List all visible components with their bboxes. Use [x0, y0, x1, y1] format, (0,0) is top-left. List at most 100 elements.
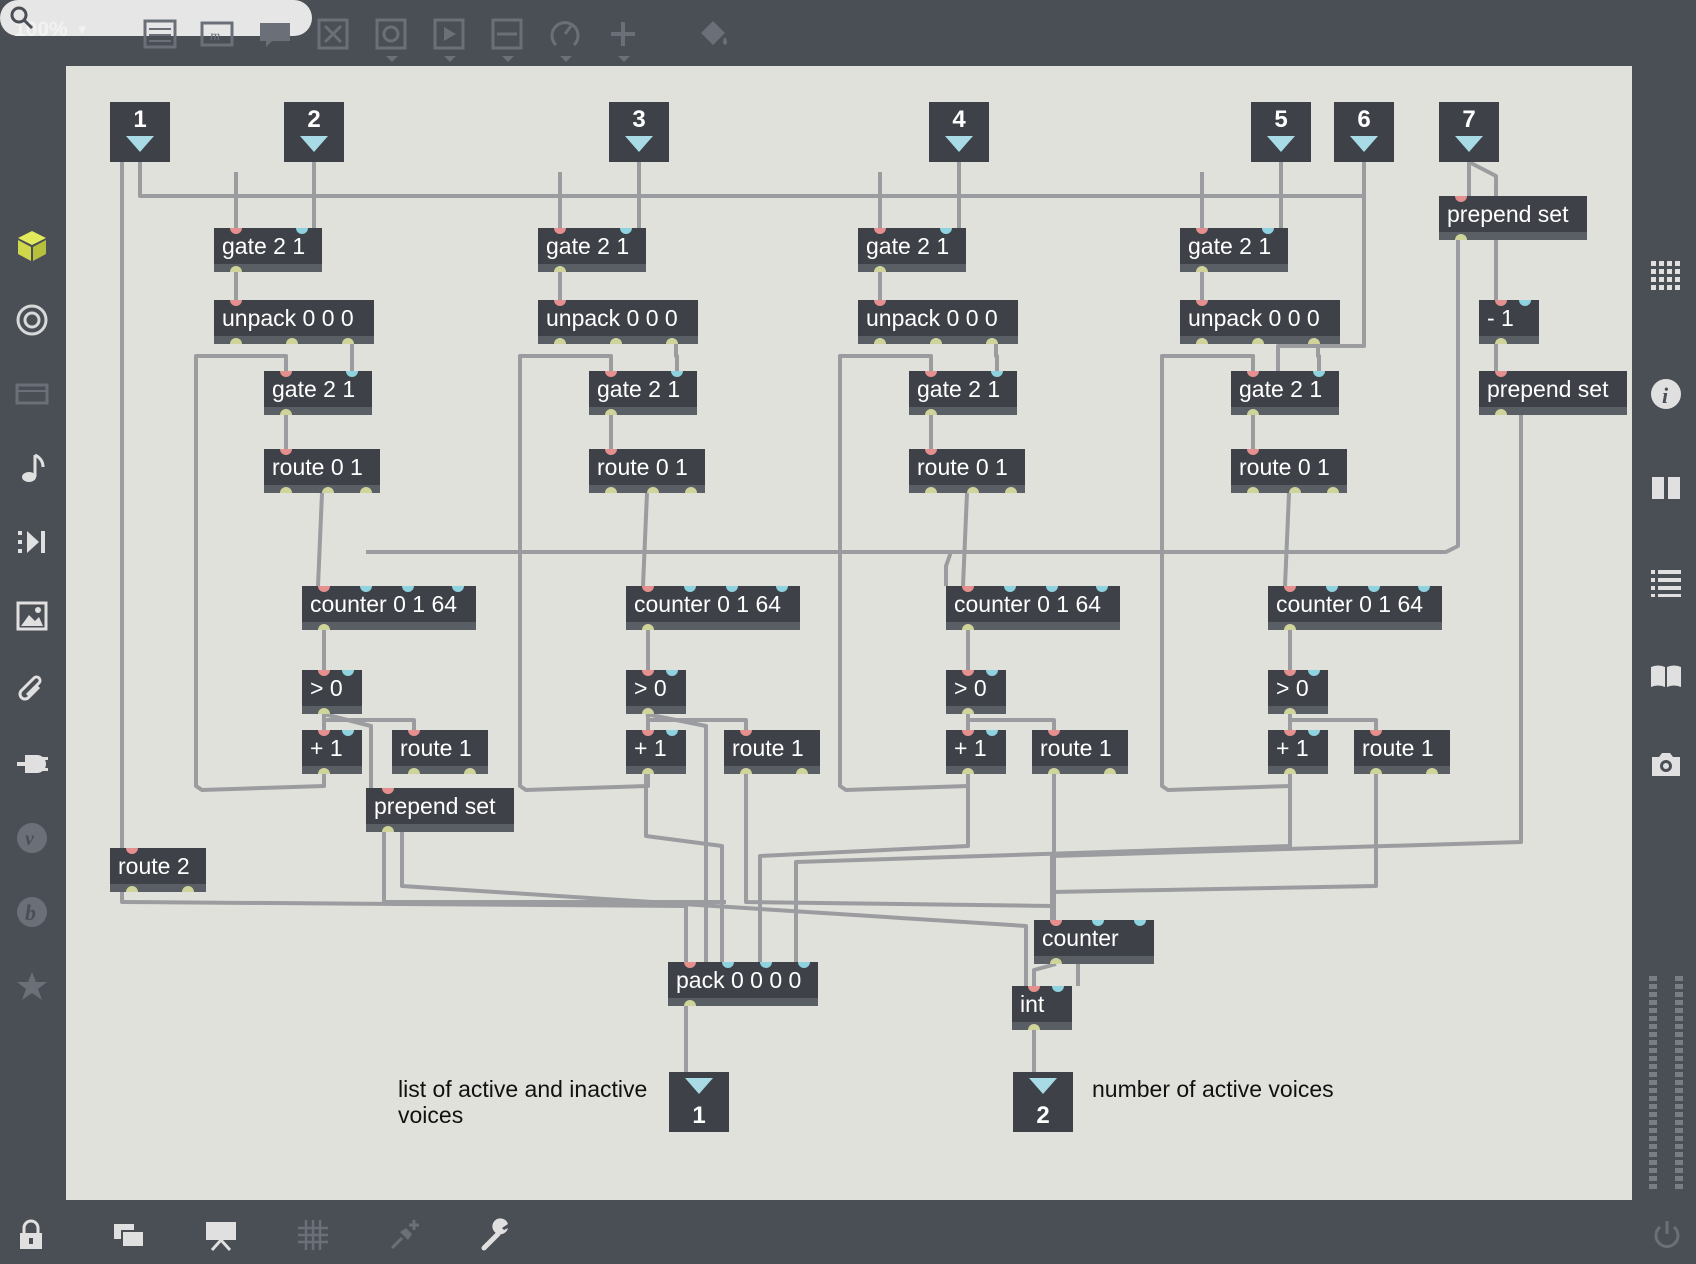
outlet-port[interactable]	[382, 826, 394, 832]
outlet-port[interactable]	[685, 487, 697, 493]
voice-2-compare-object[interactable]: > 0	[626, 670, 686, 714]
lock-icon[interactable]	[10, 1214, 52, 1256]
button-icon[interactable]	[371, 14, 411, 62]
inlet-port[interactable]	[1050, 920, 1062, 926]
voice-3-gate-object-2[interactable]: gate 2 1	[909, 371, 1017, 415]
inlet-port[interactable]	[1313, 371, 1325, 377]
outlet-port[interactable]	[1048, 768, 1060, 774]
inlet-port[interactable]	[1368, 586, 1380, 592]
inlet-port[interactable]	[798, 962, 810, 968]
inlet-port[interactable]	[726, 586, 738, 592]
presentation-icon[interactable]	[200, 1214, 242, 1256]
pin-add-icon[interactable]	[384, 1214, 426, 1256]
outlet-port[interactable]	[605, 409, 617, 415]
inlet-port[interactable]	[1370, 730, 1382, 736]
outlet-1[interactable]: 1	[669, 1072, 729, 1132]
int-object[interactable]: int	[1012, 986, 1072, 1030]
outlet-port[interactable]	[1455, 234, 1467, 240]
plug-icon[interactable]	[12, 744, 52, 784]
voice-4-route1-object[interactable]: route 1	[1354, 730, 1450, 774]
outlet-port[interactable]	[642, 708, 654, 714]
outlet-port[interactable]	[1495, 409, 1507, 415]
inlet-4[interactable]: 4	[929, 102, 989, 162]
inlet-port[interactable]	[874, 228, 886, 234]
inlet-port[interactable]	[642, 586, 654, 592]
inlet-port[interactable]	[1048, 730, 1060, 736]
outlet-port[interactable]	[230, 338, 242, 344]
wrench-icon[interactable]	[476, 1214, 518, 1256]
inlet-port[interactable]	[554, 300, 566, 306]
inlet-port[interactable]	[1418, 586, 1430, 592]
voice-2-unpack-object[interactable]: unpack 0 0 0	[538, 300, 698, 344]
playbar-icon[interactable]	[429, 14, 469, 62]
inlet-port[interactable]	[1028, 986, 1040, 992]
outlet-port[interactable]	[360, 487, 372, 493]
inlet-port[interactable]	[1519, 300, 1531, 306]
inlet-port[interactable]	[408, 730, 420, 736]
inlet-port[interactable]	[452, 586, 464, 592]
inlet-port[interactable]	[605, 371, 617, 377]
inlet-port[interactable]	[740, 730, 752, 736]
voice-4-compare-object[interactable]: > 0	[1268, 670, 1328, 714]
inlet-port[interactable]	[1096, 586, 1108, 592]
voice-3-add-object[interactable]: + 1	[946, 730, 1006, 774]
voice-1-counter-object[interactable]: counter 0 1 64	[302, 586, 476, 630]
display-icon[interactable]	[12, 374, 52, 414]
voice-4-gate-object[interactable]: gate 2 1	[1180, 228, 1288, 272]
inlet-port[interactable]	[1455, 196, 1467, 202]
prepend-set-object-3[interactable]: prepend set	[366, 788, 514, 832]
outlet-port[interactable]	[286, 338, 298, 344]
outlet-port[interactable]	[126, 886, 138, 892]
voice-1-unpack-object[interactable]: unpack 0 0 0	[214, 300, 374, 344]
outlet-port[interactable]	[925, 409, 937, 415]
voice-3-unpack-object[interactable]: unpack 0 0 0	[858, 300, 1018, 344]
inlet-port[interactable]	[874, 300, 886, 306]
inlet-port[interactable]	[620, 228, 632, 234]
inlet-port[interactable]	[925, 449, 937, 455]
inlet-port[interactable]	[382, 788, 394, 794]
voice-3-gate-object[interactable]: gate 2 1	[858, 228, 966, 272]
inlet-7[interactable]: 7	[1439, 102, 1499, 162]
outlet-port[interactable]	[280, 409, 292, 415]
minus-one-object[interactable]: - 1	[1479, 300, 1539, 344]
outlet-port[interactable]	[962, 624, 974, 630]
voice-2-gate-object-2[interactable]: gate 2 1	[589, 371, 697, 415]
outlet-port[interactable]	[1289, 487, 1301, 493]
image-icon[interactable]	[12, 596, 52, 636]
outlet-port[interactable]	[874, 266, 886, 272]
inlet-port[interactable]	[986, 670, 998, 676]
outlet-port[interactable]	[280, 487, 292, 493]
voice-3-route-object[interactable]: route 0 1	[909, 449, 1025, 493]
package-icon[interactable]	[12, 226, 52, 266]
columns-icon[interactable]	[1646, 468, 1686, 508]
voice-1-compare-object[interactable]: > 0	[302, 670, 362, 714]
inlet-port[interactable]	[1196, 228, 1208, 234]
inlet-port[interactable]	[402, 586, 414, 592]
outlet-port[interactable]	[962, 708, 974, 714]
inlet-port[interactable]	[666, 670, 678, 676]
outlet-port[interactable]	[1050, 958, 1062, 964]
inlet-port[interactable]	[1262, 228, 1274, 234]
inlet-port[interactable]	[684, 962, 696, 968]
inlet-port[interactable]	[1004, 586, 1016, 592]
inlet-1[interactable]: 1	[110, 102, 170, 162]
music-note-icon[interactable]	[12, 448, 52, 488]
outlet-port[interactable]	[318, 768, 330, 774]
outlet-port[interactable]	[684, 1000, 696, 1006]
inlet-port[interactable]	[280, 449, 292, 455]
outlet-port[interactable]	[1284, 624, 1296, 630]
inlet-port[interactable]	[360, 586, 372, 592]
inlet-port[interactable]	[346, 371, 358, 377]
voice-1-add-object[interactable]: + 1	[302, 730, 362, 774]
inlet-port[interactable]	[684, 586, 696, 592]
outlet-port[interactable]	[1426, 768, 1438, 774]
voice-3-compare-object[interactable]: > 0	[946, 670, 1006, 714]
outlet-port[interactable]	[605, 487, 617, 493]
grid-icon[interactable]	[1646, 256, 1686, 296]
prepend-set-object-2[interactable]: prepend set	[1479, 371, 1627, 415]
outlet-port[interactable]	[464, 768, 476, 774]
voice-4-counter-object[interactable]: counter 0 1 64	[1268, 586, 1442, 630]
inlet-port[interactable]	[554, 228, 566, 234]
voice-3-counter-object[interactable]: counter 0 1 64	[946, 586, 1120, 630]
inlet-port[interactable]	[925, 371, 937, 377]
